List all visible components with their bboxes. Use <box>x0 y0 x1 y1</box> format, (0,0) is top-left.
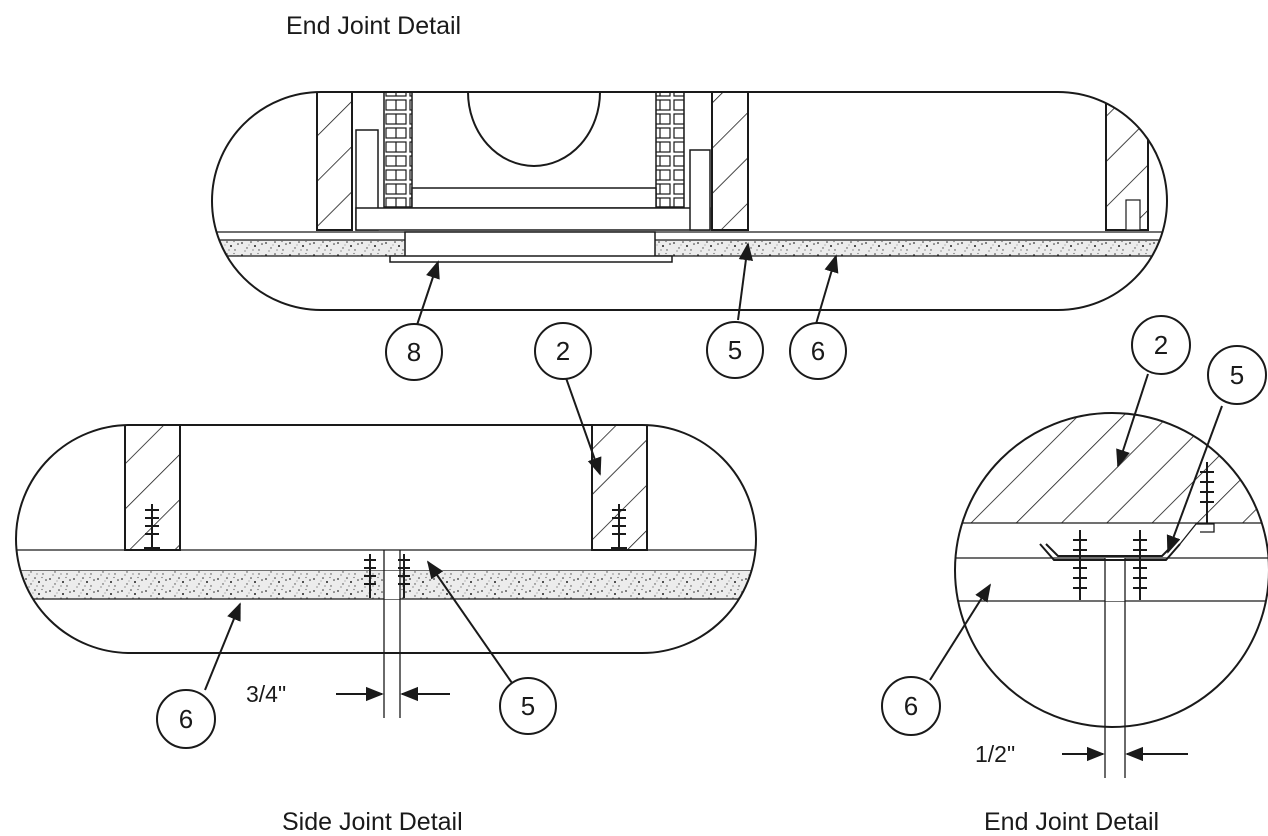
svg-text:1/2": 1/2" <box>975 741 1015 767</box>
leader-6-top <box>815 254 839 325</box>
callout-5-top: 5 <box>706 321 764 379</box>
dimension-3-4: 3/4" <box>246 599 450 718</box>
leader-5-side <box>426 560 513 684</box>
svg-text:5: 5 <box>1230 360 1244 390</box>
top-detail-title: End Joint Detail <box>286 12 461 40</box>
callout-2-end: 2 <box>1131 315 1191 375</box>
leader-6-side <box>204 602 241 691</box>
leader-6-end <box>929 583 991 681</box>
side-detail-outline <box>15 424 757 654</box>
side-joint-title: Side Joint Detail <box>282 808 463 836</box>
end-joint-title: End Joint Detail <box>984 808 1159 836</box>
leader-2-end <box>1116 373 1149 468</box>
svg-text:3/4": 3/4" <box>246 681 286 707</box>
svg-text:5: 5 <box>728 335 742 365</box>
callout-5-side: 5 <box>499 677 557 735</box>
leader-5-end <box>1166 405 1223 554</box>
svg-text:6: 6 <box>811 336 825 366</box>
end-detail-outline <box>954 412 1268 728</box>
svg-text:8: 8 <box>407 337 421 367</box>
svg-text:2: 2 <box>556 336 570 366</box>
svg-text:2: 2 <box>1154 330 1168 360</box>
leader-8 <box>415 260 440 329</box>
svg-text:5: 5 <box>521 691 535 721</box>
callout-5-end: 5 <box>1207 345 1267 405</box>
top-end-joint-section <box>211 91 1168 311</box>
svg-text:6: 6 <box>904 691 918 721</box>
callout-2-top: 2 <box>534 322 592 380</box>
callout-6-side: 6 <box>156 689 216 749</box>
callout-6-end: 6 <box>881 676 941 736</box>
top-detail-outline <box>211 91 1168 311</box>
dimension-1-2: 1/2" <box>975 727 1188 778</box>
callout-8: 8 <box>385 323 443 381</box>
leader-5-top <box>737 242 754 321</box>
svg-text:6: 6 <box>179 704 193 734</box>
side-joint-section <box>15 424 757 654</box>
callout-6-top: 6 <box>789 322 847 380</box>
end-joint-detail <box>954 412 1268 728</box>
